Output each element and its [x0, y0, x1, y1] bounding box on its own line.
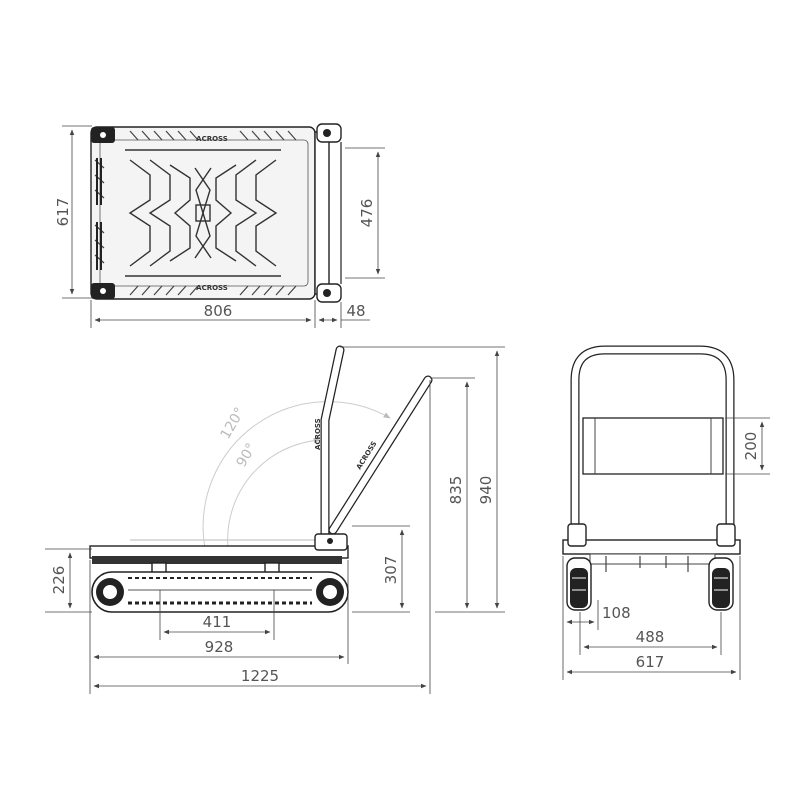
angle-upright-label: 90° [234, 440, 260, 470]
dim-deck-height: 226 [50, 566, 68, 595]
top-logo-bottom: ACROSS [196, 284, 228, 292]
dim-front-width: 617 [636, 653, 665, 671]
track-teeth [128, 577, 312, 605]
dim-top-length: 806 [204, 302, 233, 320]
angle-arc-120 [202, 401, 391, 549]
deck-ribs [94, 130, 297, 296]
front-wheel-right [708, 557, 734, 611]
corner-bumpers [91, 127, 115, 299]
front-view: 200 108 488 617 [562, 345, 770, 680]
side-view: 120° 90° ACROSS ACROSS 226 [45, 345, 505, 694]
dim-wheelbase: 411 [203, 613, 232, 631]
track-wheels [96, 578, 344, 606]
angle-open-label: 120° [218, 405, 249, 442]
handle-logo: ACROSS [314, 418, 322, 450]
dim-total-length: 1225 [241, 667, 279, 685]
grip-panel [582, 417, 724, 475]
dim-joint-height: 307 [382, 556, 400, 585]
dim-grip-height: 200 [742, 432, 760, 461]
dim-handle-depth: 48 [346, 302, 365, 320]
front-wheel-left [566, 557, 592, 611]
dim-folded-height: 835 [447, 476, 465, 505]
top-logo: ACROSS [196, 135, 228, 143]
side-ribs [96, 158, 102, 270]
angle-arc-90 [227, 437, 321, 549]
dim-wheel-offset: 108 [602, 604, 631, 622]
x-pattern [125, 149, 281, 277]
dim-wheel-track: 488 [636, 628, 665, 646]
dim-top-width: 617 [54, 198, 72, 227]
dim-handle-span: 476 [358, 199, 376, 228]
top-view: ACROSS ACROSS 617 476 806 48 [54, 123, 385, 328]
front-deck [562, 539, 741, 555]
dim-total-height: 940 [477, 476, 495, 505]
top-handle [314, 123, 342, 303]
dim-deck-length: 928 [205, 638, 234, 656]
